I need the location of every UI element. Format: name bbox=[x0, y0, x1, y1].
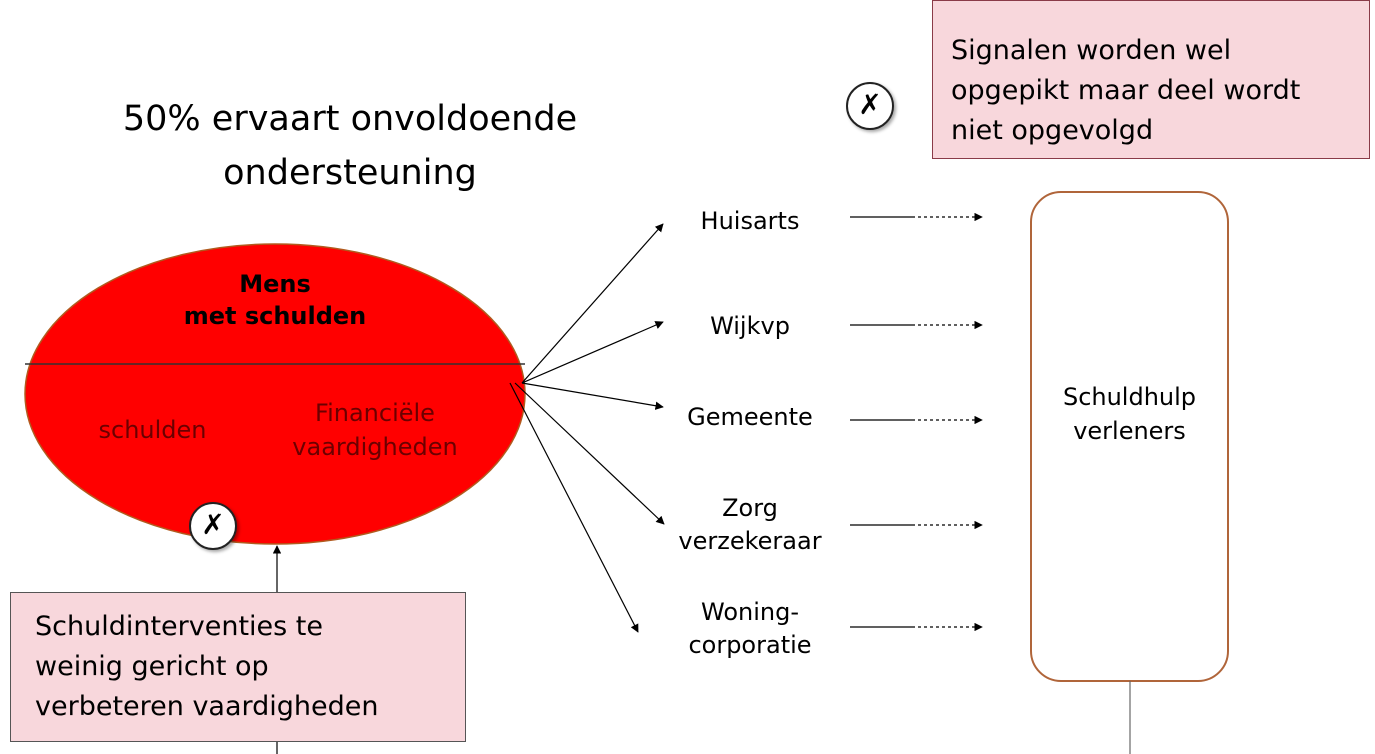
signal-arrows bbox=[850, 212, 983, 632]
ellipse-debts: schulden bbox=[98, 416, 207, 444]
x-mark-icon: ✗ bbox=[189, 502, 237, 550]
arrow-to-huisarts bbox=[521, 223, 664, 384]
arrow-to-gemeente bbox=[521, 382, 664, 410]
person-ellipse bbox=[24, 243, 526, 545]
arrow-to-woningcorporatie bbox=[509, 382, 639, 633]
headline: 50% ervaart onvoldoende ondersteuning bbox=[122, 99, 578, 193]
ellipse-title: Mens met schulden bbox=[183, 270, 367, 330]
node-zorgverzekeraar: Zorg verzekeraar bbox=[678, 494, 822, 555]
arrow-to-wijkvp bbox=[521, 321, 664, 384]
x-mark-icon: ✗ bbox=[846, 82, 894, 130]
node-woningcorporatie: Woning- corporatie bbox=[688, 598, 812, 659]
ellipse-financial-skills: Financiële vaardigheden bbox=[292, 399, 458, 461]
node-gemeente: Gemeente bbox=[687, 403, 813, 431]
callout-interventions: Schuldinterventies te weinig gericht op … bbox=[10, 592, 466, 742]
box-label: Schuldhulp verleners bbox=[1062, 383, 1197, 445]
callout-signals: Signalen worden wel opgepikt maar deel w… bbox=[932, 0, 1370, 159]
node-huisarts: Huisarts bbox=[700, 207, 800, 235]
node-wijkvp: Wijkvp bbox=[710, 312, 790, 340]
arrow-to-zorgverzekeraar bbox=[514, 382, 665, 525]
